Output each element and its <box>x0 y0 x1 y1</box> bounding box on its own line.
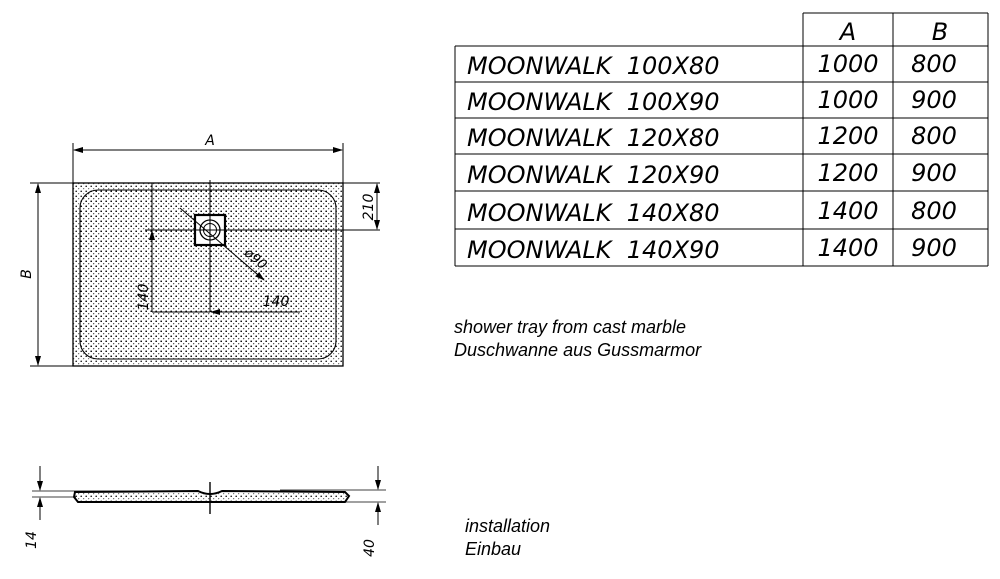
table-value-b: 900 <box>911 234 957 262</box>
table-model: MOONWALK 140X80 <box>467 199 720 227</box>
installation-caption-de: Einbau <box>465 539 522 559</box>
table-value-b: 800 <box>911 122 957 150</box>
tray-basin <box>79 189 337 360</box>
table-value-b: 900 <box>911 86 957 114</box>
dimensions-table: A B MOONWALK 100X80 1000 800 MOONWALK 10… <box>454 12 989 267</box>
drain-diameter-leader <box>179 207 265 281</box>
dimension-40-label: 40 <box>362 539 378 557</box>
material-caption: shower tray from cast marble Duschwanne … <box>454 316 701 362</box>
table-row: MOONWALK 140X90 1400 900 <box>467 234 957 264</box>
installation-caption: installation Einbau <box>465 515 550 561</box>
dimension-140-horizontal-label: 140 <box>263 294 290 310</box>
table-row: MOONWALK 120X80 1200 800 <box>467 122 957 152</box>
table-value-a: 1000 <box>817 50 878 78</box>
table-row: MOONWALK 100X90 1000 900 <box>467 86 957 116</box>
installation-caption-en: installation <box>465 516 551 536</box>
dimension-210-label: 210 <box>361 194 377 221</box>
table-value-a: 1000 <box>817 86 878 114</box>
dimension-a-label: A <box>204 133 215 149</box>
table-row: MOONWALK 100X80 1000 800 <box>467 50 957 80</box>
table-row: MOONWALK 120X90 1200 900 <box>467 159 957 189</box>
table-row: MOONWALK 140X80 1400 800 <box>467 197 957 227</box>
table-model: MOONWALK 100X80 <box>467 52 720 80</box>
table-model: MOONWALK 140X90 <box>467 236 720 264</box>
table-header-b: B <box>932 18 948 46</box>
table-header-a: A <box>838 18 856 46</box>
tray-section <box>72 489 351 503</box>
table-value-b: 900 <box>911 159 957 187</box>
material-caption-de: Duschwanne aus Gussmarmor <box>454 340 702 360</box>
material-caption-en: shower tray from cast marble <box>454 317 687 337</box>
table-value-b: 800 <box>911 197 957 225</box>
section-view: 14 40 <box>24 466 386 557</box>
table-value-a: 1200 <box>817 122 878 150</box>
table-model: MOONWALK 120X80 <box>467 124 720 152</box>
table-value-b: 800 <box>911 50 957 78</box>
table-value-a: 1400 <box>817 234 878 262</box>
plan-view: A B 210 140 140 ø90 <box>19 133 380 367</box>
table-value-a: 1200 <box>817 159 878 187</box>
dimension-14-label: 14 <box>24 531 40 549</box>
dimension-140-vertical-label: 140 <box>136 284 152 311</box>
dimension-b-label: B <box>19 269 35 279</box>
table-value-a: 1400 <box>817 197 878 225</box>
table-model: MOONWALK 120X90 <box>467 161 720 189</box>
table-model: MOONWALK 100X90 <box>467 88 720 116</box>
